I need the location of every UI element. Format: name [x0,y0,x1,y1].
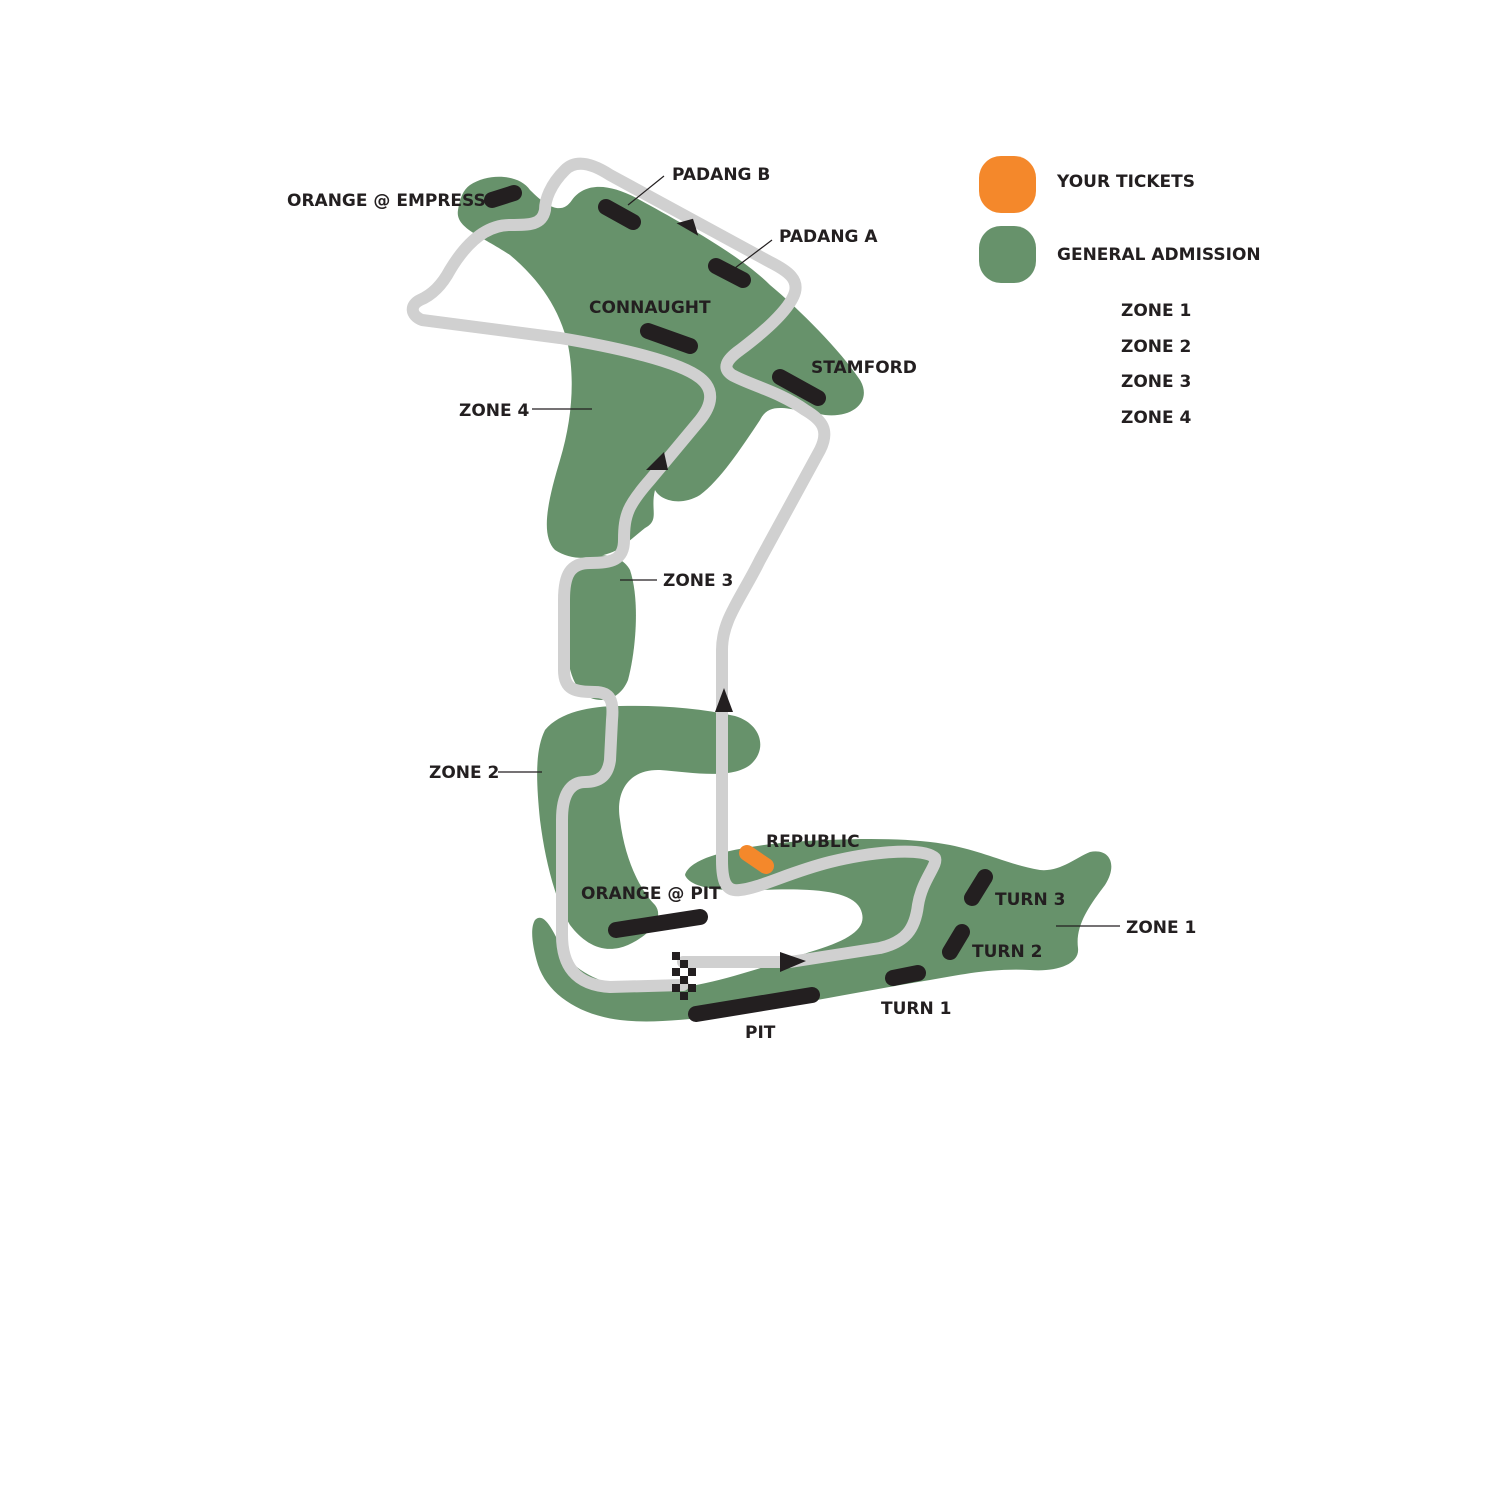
zone-1-area[interactable] [532,838,1112,1022]
zone-2-area[interactable] [537,705,761,949]
legend-zone-4: ZONE 4 [1121,408,1192,428]
legend-zone-1: ZONE 1 [1121,301,1191,321]
arrow-icon [715,688,733,712]
grandstand-padang-b[interactable] [598,199,641,230]
label-turn-2: TURN 2 [972,942,1042,962]
grandstand-connaught[interactable] [640,323,698,354]
arrow-icon [780,952,806,972]
label-stamford: STAMFORD [811,358,917,378]
start-finish-line [672,952,696,1000]
race-track [406,157,942,993]
your-tickets-swatch [979,156,1036,213]
label-turn-3: TURN 3 [995,890,1065,910]
label-zone-1: ZONE 1 [1126,918,1196,938]
grandstands [484,185,993,1022]
zone-3-area[interactable] [565,555,636,700]
label-zone-4: ZONE 4 [459,401,530,421]
legend-zone-3: ZONE 3 [1121,372,1191,392]
grandstand-pit[interactable] [688,987,820,1022]
zone-4-area[interactable] [457,176,864,558]
general-admission-swatch [979,226,1036,283]
legend-general-admission: GENERAL ADMISSION [1057,245,1261,265]
grandstand-padang-a[interactable] [708,258,751,288]
label-connaught: CONNAUGHT [589,298,711,318]
label-orange-empress: ORANGE @ EMPRESS [287,191,486,211]
grandstand-turn-1[interactable] [885,965,926,986]
legend-your-tickets: YOUR TICKETS [1056,172,1195,192]
grandstand-republic[interactable] [739,845,774,874]
grandstand-stamford[interactable] [772,369,826,406]
label-padang-b: PADANG B [672,165,770,185]
grandstand-orange-empress[interactable] [484,185,522,208]
label-orange-pit: ORANGE @ PIT [581,884,721,904]
arrow-icon [676,218,699,236]
leader-lines [498,175,1120,927]
legend: YOUR TICKETS GENERAL ADMISSION ZONE 1 ZO… [979,156,1261,428]
label-republic: REPUBLIC [766,832,860,852]
direction-arrows [646,218,806,972]
label-pit: PIT [745,1023,776,1043]
legend-zone-2: ZONE 2 [1121,337,1191,357]
grandstand-orange-pit[interactable] [608,909,708,938]
arrow-icon [646,452,668,470]
label-zone-3: ZONE 3 [663,571,733,591]
grandstand-turn-3[interactable] [964,869,993,906]
label-turn-1: TURN 1 [881,999,951,1019]
grandstand-turn-2[interactable] [942,924,970,960]
label-padang-a: PADANG A [779,227,878,247]
label-zone-2: ZONE 2 [429,763,499,783]
general-admission-areas [457,176,1112,1022]
